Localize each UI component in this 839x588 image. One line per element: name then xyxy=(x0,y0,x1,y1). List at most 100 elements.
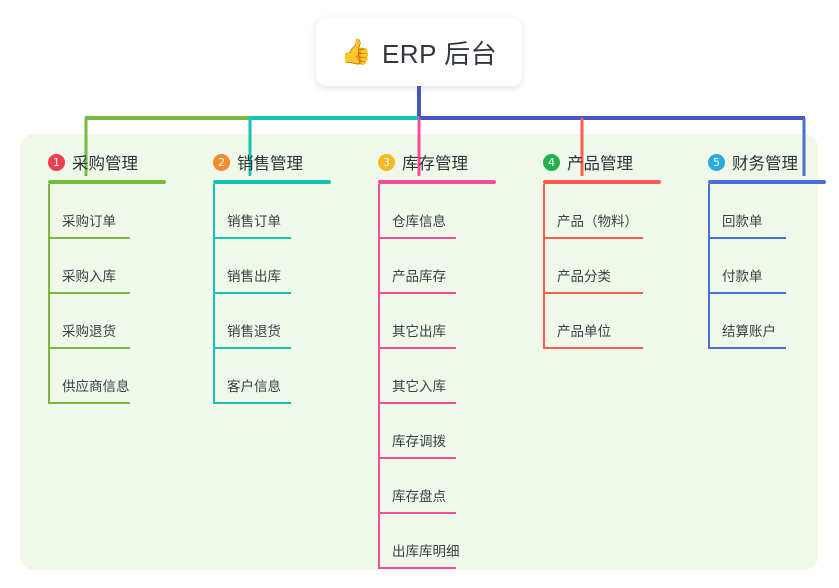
branch-number-badge: 1 xyxy=(48,153,65,171)
branch-column-3: 3 库存管理仓库信息产品库存其它出库其它入库库存调拨库存盘点出库库明细 xyxy=(360,150,496,569)
root-title: ERP 后台 xyxy=(381,38,498,69)
branch-item-rule xyxy=(48,292,130,294)
branch-item-label: 产品单位 xyxy=(557,324,611,339)
branch-spine xyxy=(213,184,215,404)
branch-item[interactable]: 产品分类 xyxy=(525,239,661,294)
branch-header-rule xyxy=(543,180,661,184)
branch-item-label: 库存调拨 xyxy=(392,434,446,449)
branch-item[interactable]: 销售订单 xyxy=(195,184,331,239)
branch-column-5: 5 财务管理回款单付款单结算账户 xyxy=(690,150,826,349)
branch-item-rule xyxy=(48,237,130,239)
branch-item-rule xyxy=(213,237,291,239)
branch-number-badge: 2 xyxy=(213,153,230,171)
branch-header-2[interactable]: 2 销售管理 xyxy=(213,150,331,174)
branch-item[interactable]: 客户信息 xyxy=(195,349,331,404)
branch-number-badge: 5 xyxy=(708,153,725,171)
branch-item[interactable]: 其它出库 xyxy=(360,294,496,349)
branch-item[interactable]: 回款单 xyxy=(690,184,826,239)
branch-item-label: 付款单 xyxy=(722,269,763,284)
branch-item-rule xyxy=(543,347,643,349)
branch-item-label: 仓库信息 xyxy=(392,214,446,229)
branch-item[interactable]: 库存调拨 xyxy=(360,404,496,459)
branch-item[interactable]: 产品单位 xyxy=(525,294,661,349)
branch-item[interactable]: 采购订单 xyxy=(30,184,166,239)
branch-item-label: 销售退货 xyxy=(227,324,281,339)
branch-item[interactable]: 出库库明细 xyxy=(360,514,496,569)
branch-column-2: 2 销售管理销售订单销售出库销售退货客户信息 xyxy=(195,150,331,404)
branch-item[interactable]: 销售退货 xyxy=(195,294,331,349)
branch-spine xyxy=(378,184,380,569)
branch-item-label: 销售出库 xyxy=(227,269,281,284)
branch-item-label: 客户信息 xyxy=(227,379,281,394)
branch-item-label: 产品库存 xyxy=(392,269,446,284)
branch-item-label: 供应商信息 xyxy=(62,379,130,394)
branch-number-badge: 3 xyxy=(378,153,395,171)
branch-item-label: 销售订单 xyxy=(227,214,281,229)
branch-item-list: 仓库信息产品库存其它出库其它入库库存调拨库存盘点出库库明细 xyxy=(360,184,496,569)
branch-item-rule xyxy=(213,292,291,294)
branch-item-rule xyxy=(543,292,643,294)
branch-item-rule xyxy=(378,512,456,514)
branch-item-label: 出库库明细 xyxy=(392,544,460,559)
branch-item[interactable]: 其它入库 xyxy=(360,349,496,404)
branch-item-rule xyxy=(378,567,456,569)
branch-item-label: 采购入库 xyxy=(62,269,116,284)
branch-item-label: 采购退货 xyxy=(62,324,116,339)
branch-item-label: 其它出库 xyxy=(392,324,446,339)
branch-spine xyxy=(48,184,50,404)
branch-spine xyxy=(543,184,545,349)
branch-header-rule xyxy=(378,180,496,184)
branch-header-4[interactable]: 4 产品管理 xyxy=(543,150,661,174)
branch-item[interactable]: 采购入库 xyxy=(30,239,166,294)
branch-item[interactable]: 仓库信息 xyxy=(360,184,496,239)
branch-item[interactable]: 产品（物料） xyxy=(525,184,661,239)
branch-item-rule xyxy=(708,292,786,294)
branch-item-rule xyxy=(213,402,291,404)
branch-item-label: 采购订单 xyxy=(62,214,116,229)
branch-item-list: 销售订单销售出库销售退货客户信息 xyxy=(195,184,331,404)
branch-item-rule xyxy=(378,292,456,294)
branch-item-rule xyxy=(708,347,786,349)
branch-item[interactable]: 销售出库 xyxy=(195,239,331,294)
branch-header-rule xyxy=(48,180,166,184)
branch-header-rule xyxy=(708,180,826,184)
branch-header-1[interactable]: 1 采购管理 xyxy=(48,150,166,174)
branch-title: 销售管理 xyxy=(237,155,303,173)
branch-item[interactable]: 库存盘点 xyxy=(360,459,496,514)
branch-item-list: 回款单付款单结算账户 xyxy=(690,184,826,349)
branch-item-label: 产品（物料） xyxy=(557,214,638,229)
branch-item[interactable]: 供应商信息 xyxy=(30,349,166,404)
branch-item-rule xyxy=(378,402,456,404)
background-panel xyxy=(20,134,818,570)
branch-item-label: 结算账户 xyxy=(722,324,776,339)
branch-item-rule xyxy=(213,347,291,349)
branch-column-1: 1 采购管理采购订单采购入库采购退货供应商信息 xyxy=(30,150,166,404)
branch-item-list: 采购订单采购入库采购退货供应商信息 xyxy=(30,184,166,404)
branch-title: 产品管理 xyxy=(567,155,633,173)
branch-item-rule xyxy=(378,237,456,239)
branch-item[interactable]: 付款单 xyxy=(690,239,826,294)
branch-item-label: 产品分类 xyxy=(557,269,611,284)
branch-title: 采购管理 xyxy=(72,155,138,173)
branch-item-list: 产品（物料） 产品分类产品单位 xyxy=(525,184,661,349)
branch-item[interactable]: 产品库存 xyxy=(360,239,496,294)
branch-item-rule xyxy=(48,347,130,349)
branch-item-rule xyxy=(48,402,130,404)
branch-header-5[interactable]: 5 财务管理 xyxy=(708,150,826,174)
branch-item-rule xyxy=(708,237,786,239)
root-node[interactable]: 👍 ERP 后台 xyxy=(316,18,522,86)
branch-title: 财务管理 xyxy=(732,155,798,173)
branch-item-label: 库存盘点 xyxy=(392,489,446,504)
branch-number-badge: 4 xyxy=(543,153,560,171)
branch-item-rule xyxy=(543,237,643,239)
branch-header-3[interactable]: 3 库存管理 xyxy=(378,150,496,174)
branch-title: 库存管理 xyxy=(402,155,468,173)
thumbs-up-icon: 👍 xyxy=(340,37,372,66)
branch-item-rule xyxy=(378,457,456,459)
branch-item[interactable]: 采购退货 xyxy=(30,294,166,349)
branch-item-label: 其它入库 xyxy=(392,379,446,394)
branch-item[interactable]: 结算账户 xyxy=(690,294,826,349)
branch-item-label: 回款单 xyxy=(722,214,763,229)
